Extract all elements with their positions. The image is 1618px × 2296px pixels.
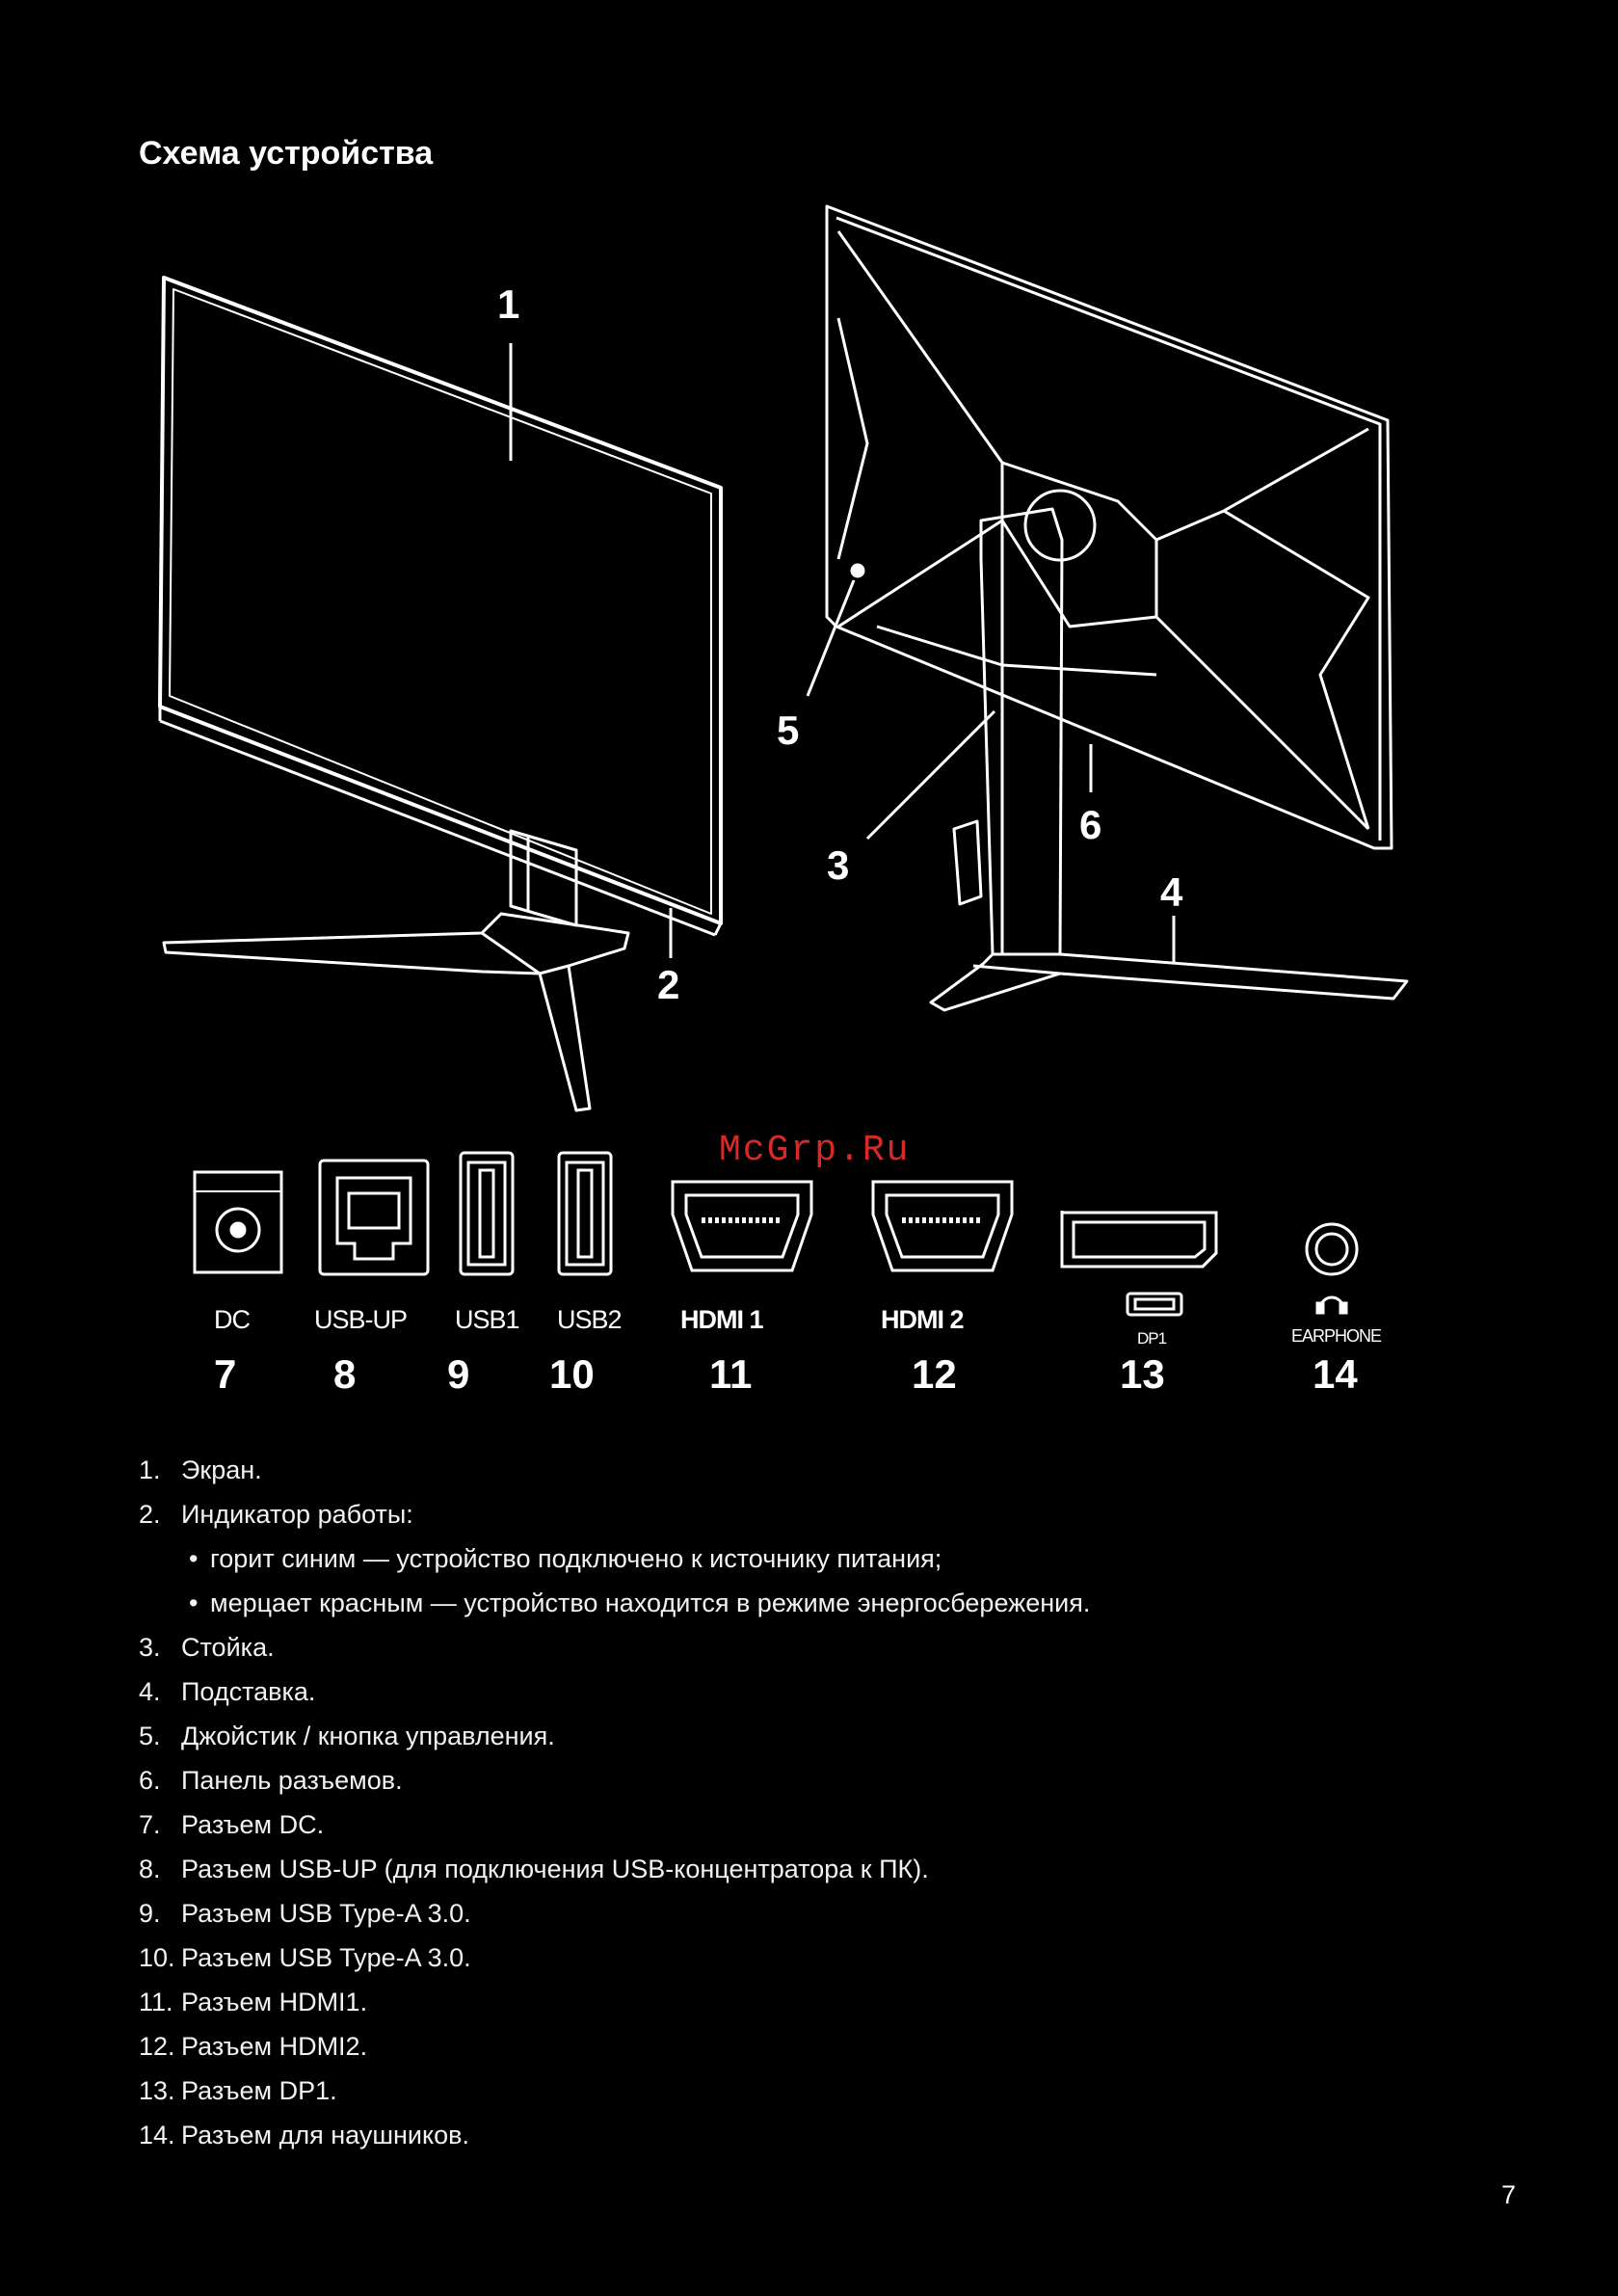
port-number-12: 12 xyxy=(912,1351,957,1397)
watermark: McGrp.Ru xyxy=(719,1130,910,1171)
port-number-7: 7 xyxy=(214,1351,236,1397)
device-diagram: 1 2 3 4 5 6 McGrp.Ru xyxy=(158,204,1409,1397)
port-label-usb2: USB2 xyxy=(557,1305,622,1334)
rear-monitor-illustration xyxy=(825,204,1409,1012)
sub-list-item: •мерцает красным — устройство находится … xyxy=(189,1589,1091,1617)
port-label-earphone: EARPHONE xyxy=(1291,1326,1382,1346)
hdmi-icon-2 xyxy=(871,1180,1014,1272)
port-label-hdmi1: HDMI 1 xyxy=(680,1305,763,1334)
port-number-8: 8 xyxy=(333,1351,356,1397)
list-item: 3.Стойка. xyxy=(139,1633,275,1662)
page-title: Схема устройства xyxy=(139,135,434,172)
list-item: 8.Разъем USB-UP (для подключения USB-кон… xyxy=(139,1855,929,1883)
port-label-usb1: USB1 xyxy=(455,1305,519,1334)
page-number: 7 xyxy=(1500,2180,1516,2209)
sub-list-item: •горит синим — устройство подключено к и… xyxy=(189,1544,942,1573)
callout-1: 1 xyxy=(497,281,519,327)
list-item: 4.Подставка. xyxy=(139,1677,316,1706)
list-item: 2.Индикатор работы: •горит синим — устро… xyxy=(139,1492,1488,1625)
usb-a-icon-1 xyxy=(459,1151,515,1276)
callout-2: 2 xyxy=(657,962,679,1007)
port-number-10: 10 xyxy=(549,1351,595,1397)
port-number-13: 13 xyxy=(1120,1351,1165,1397)
port-label-hdmi2: HDMI 2 xyxy=(881,1305,964,1334)
port-label-dp1: DP1 xyxy=(1137,1329,1167,1348)
list-item: 9.Разъем USB Type-A 3.0. xyxy=(139,1899,471,1928)
list-item: 14.Разъем для наушников. xyxy=(139,2121,469,2149)
list-item: 12.Разъем HDMI2. xyxy=(139,2032,368,2061)
port-number-11: 11 xyxy=(709,1351,752,1397)
callout-5: 5 xyxy=(777,707,799,753)
list-item: 6.Панель разъемов. xyxy=(139,1766,403,1795)
callout-3: 3 xyxy=(827,842,849,888)
list-item: 5.Джойстик / кнопка управления. xyxy=(139,1722,555,1750)
hdmi-icon-1 xyxy=(671,1180,813,1272)
port-label-dc: DC xyxy=(214,1305,250,1334)
port-label-usb-up: USB-UP xyxy=(314,1305,407,1334)
callout-4: 4 xyxy=(1160,869,1183,915)
list-item: 10.Разъем USB Type-A 3.0. xyxy=(139,1943,471,1972)
displayport-icon xyxy=(1060,1211,1218,1317)
usb-b-icon xyxy=(318,1159,430,1276)
port-number-9: 9 xyxy=(447,1351,469,1397)
list-item: 1.Экран. xyxy=(139,1455,262,1484)
headphone-jack-icon xyxy=(1305,1222,1359,1315)
port-number-14: 14 xyxy=(1313,1351,1358,1397)
dc-jack-icon xyxy=(193,1170,283,1274)
callout-6: 6 xyxy=(1079,802,1101,847)
sub-list: •горит синим — устройство подключено к и… xyxy=(181,1536,1488,1625)
front-monitor-illustration xyxy=(158,276,723,1112)
list-item: 11.Разъем HDMI1. xyxy=(139,1988,368,2016)
list-item: 7.Разъем DC. xyxy=(139,1810,325,1839)
list-item: 13.Разъем DP1. xyxy=(139,2076,337,2105)
usb-a-icon-2 xyxy=(557,1151,613,1276)
component-list: 1.Экран. 2.Индикатор работы: •горит сини… xyxy=(139,1448,1488,2157)
